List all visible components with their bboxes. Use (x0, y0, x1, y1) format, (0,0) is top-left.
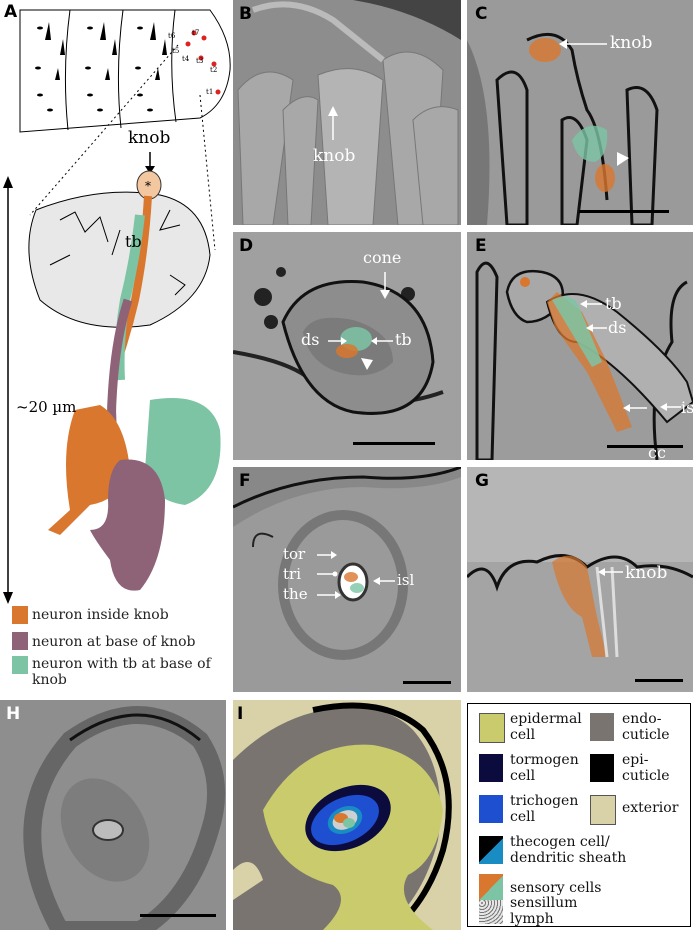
legend-neuron-base: neuron at base of knob (32, 634, 196, 650)
legend-tormogen: tormogen cell (510, 752, 579, 784)
c-knob-label: knob (610, 33, 653, 53)
f-tor-label: tor (283, 545, 306, 563)
legend-swatch-epicuticle (590, 754, 614, 782)
panel-h: H (0, 700, 226, 930)
panel-label-c: C (475, 4, 488, 24)
legend-swatch-lymph (479, 900, 503, 924)
b-knob-label: knob (313, 146, 356, 166)
e-tb-label: tb (605, 294, 622, 313)
panel-e: E tb ds isl cc (467, 232, 693, 460)
legend-sensory: sensory cells (510, 880, 602, 896)
panel-label-e: E (475, 236, 487, 256)
d-tb-label: tb (395, 330, 412, 349)
legend-swatch-exterior (590, 795, 616, 825)
e-ds-label: ds (608, 318, 627, 337)
legend-swatch-neuron-inside (12, 606, 28, 624)
panel-label-f: F (239, 471, 251, 491)
legend-epicuticle: epi-cuticle (622, 752, 670, 784)
panel-g: G knob (467, 467, 693, 692)
a-sensillum-t6: t6 (168, 32, 176, 40)
f-the-label: the (283, 585, 308, 603)
panel-label-g: G (475, 471, 489, 491)
legend-epidermal: epidermal cell (510, 711, 582, 743)
a-scale-label: ~20 µm (16, 398, 77, 416)
legend-neuron-inside: neuron inside knob (32, 607, 169, 623)
panel-label-d: D (239, 236, 254, 256)
legend-lymph: sensillum lymph (510, 895, 578, 927)
legend-swatch-trichogen (479, 795, 503, 823)
legend-swatch-neuron-tb (12, 656, 28, 674)
d-ds-label: ds (301, 330, 320, 349)
legend-neuron-tb: neuron with tb at base of knob (32, 656, 211, 688)
legend-swatch-endocuticle (590, 713, 614, 741)
e-cc-label: cc (648, 443, 666, 460)
panel-label-b: B (239, 4, 252, 24)
legend-swatch-thecogen (479, 836, 503, 864)
g-knob-label: knob (625, 563, 668, 583)
panel-label-h: H (6, 704, 21, 724)
e-isl-label: isl (681, 398, 693, 417)
legend-endocuticle: endo-cuticle (622, 711, 670, 743)
a-sensillum-t5: t5 (172, 47, 180, 55)
legend-trichogen: trichogen cell (510, 793, 579, 825)
d-cone-label: cone (363, 248, 402, 267)
panel-label-i: I (237, 704, 244, 724)
a-knob-label: knob (128, 128, 171, 148)
a-sensillum-t3: t3 (196, 57, 204, 65)
a-sensillum-t4: t4 (182, 55, 190, 63)
svg-text:*: * (145, 179, 151, 193)
panel-label-a: A (4, 2, 18, 22)
panel-f: F tor tri the isl (233, 467, 461, 692)
legend-swatch-neuron-base (12, 632, 28, 650)
a-tb-label: tb (125, 232, 142, 251)
legend-thecogen: thecogen cell/ dendritic sheath (510, 834, 627, 866)
panel-a: A * (0, 0, 232, 690)
panel-c: C knob (467, 0, 693, 225)
f-isl-label: isl (397, 571, 415, 589)
legend-exterior: exterior (622, 800, 679, 816)
legend-swatch-tormogen (479, 754, 503, 782)
f-tri-label: tri (283, 565, 301, 583)
a-sensillum-t7: t7 (192, 29, 200, 37)
a-sensillum-t1: t1 (206, 88, 214, 96)
panel-b: B knob (233, 0, 461, 225)
legend-swatch-epidermal (479, 713, 505, 743)
larva-schematic: * (3, 9, 231, 604)
a-sensillum-t2: t2 (210, 66, 218, 74)
legend-swatch-sensory (479, 874, 503, 902)
panel-d: D cone ds tb (233, 232, 461, 460)
cell-legend: epidermal cell tormogen cell trichogen c… (467, 703, 691, 927)
panel-i: I (233, 700, 461, 930)
